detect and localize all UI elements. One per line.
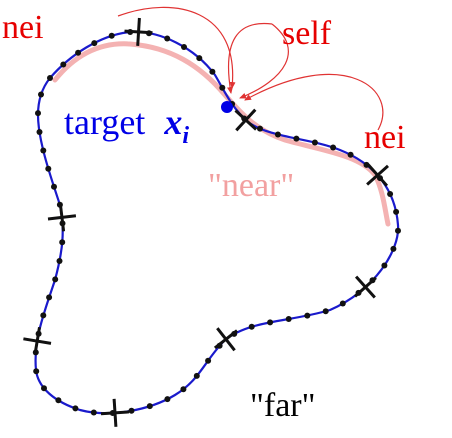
self-label: self <box>282 15 332 52</box>
sample-point <box>181 44 187 50</box>
target-variable: x <box>163 102 182 142</box>
neighbor-arrows <box>117 6 384 131</box>
sample-point <box>339 300 346 307</box>
sample-point <box>248 323 255 330</box>
sample-point <box>33 368 40 375</box>
tick-mark-across <box>216 327 236 352</box>
sample-point <box>381 262 388 269</box>
far-label: "far" <box>250 387 316 424</box>
target-subscript: i <box>182 123 189 149</box>
arrow-from-nei-left <box>117 6 236 89</box>
sample-point <box>311 139 318 146</box>
sample-point <box>193 372 200 379</box>
sample-point <box>40 147 47 154</box>
sample-point <box>347 151 354 158</box>
sample-point <box>91 40 98 47</box>
arrow-from-nei-right <box>244 73 384 131</box>
sample-point <box>164 35 171 42</box>
tick-mark-across <box>366 164 389 186</box>
sample-point <box>41 385 47 392</box>
target-word: target <box>64 102 145 142</box>
tick-mark-across <box>112 398 118 427</box>
tick-mark-across <box>354 275 376 299</box>
sample-point <box>38 91 44 98</box>
sample-point <box>274 131 281 138</box>
sample-point <box>59 239 66 246</box>
near-label: "near" <box>208 167 294 204</box>
sample-point <box>304 312 311 319</box>
sample-point <box>36 129 43 135</box>
sample-point <box>196 55 203 62</box>
sample-point <box>267 319 274 326</box>
sample-point <box>128 407 135 414</box>
sample-point <box>40 312 47 319</box>
sample-point <box>293 135 300 142</box>
sample-point <box>285 316 292 322</box>
sample-point <box>209 68 216 75</box>
sample-point <box>45 165 52 172</box>
sample-point <box>393 208 400 215</box>
segment-boundary-ticks <box>23 17 389 427</box>
sample-point <box>56 258 63 264</box>
sample-point <box>47 75 53 81</box>
nei-left-label: nei <box>2 9 44 46</box>
tick-mark-across <box>235 108 257 132</box>
sample-point <box>35 110 41 117</box>
arrow-from-self <box>227 22 273 94</box>
sample-point <box>52 276 59 283</box>
sample-point <box>55 397 62 404</box>
nei-right-label: nei <box>364 119 406 156</box>
sample-point <box>395 227 401 234</box>
arrow-self-loop <box>239 23 289 99</box>
sample-point <box>164 396 171 403</box>
sample-point <box>108 32 115 39</box>
sample-point <box>330 144 337 151</box>
target-point <box>221 101 233 113</box>
tick-mark-across <box>47 214 77 221</box>
sample-point <box>390 245 397 252</box>
sample-point <box>219 84 226 91</box>
sample-point <box>72 405 79 412</box>
sample-point <box>46 294 53 301</box>
sample-point <box>90 409 97 416</box>
sample-point <box>75 49 82 56</box>
tick-mark-across <box>23 337 52 345</box>
sample-point <box>51 183 57 190</box>
near-region-band <box>52 41 391 227</box>
sample-point <box>387 191 394 197</box>
sample-point <box>180 386 187 393</box>
sample-point <box>60 61 67 68</box>
sample-point <box>146 403 153 410</box>
tick-mark-across <box>136 17 141 46</box>
sample-point <box>257 125 263 132</box>
target-label: target xi <box>64 102 189 149</box>
sample-point <box>322 308 329 315</box>
sample-point <box>205 357 212 364</box>
